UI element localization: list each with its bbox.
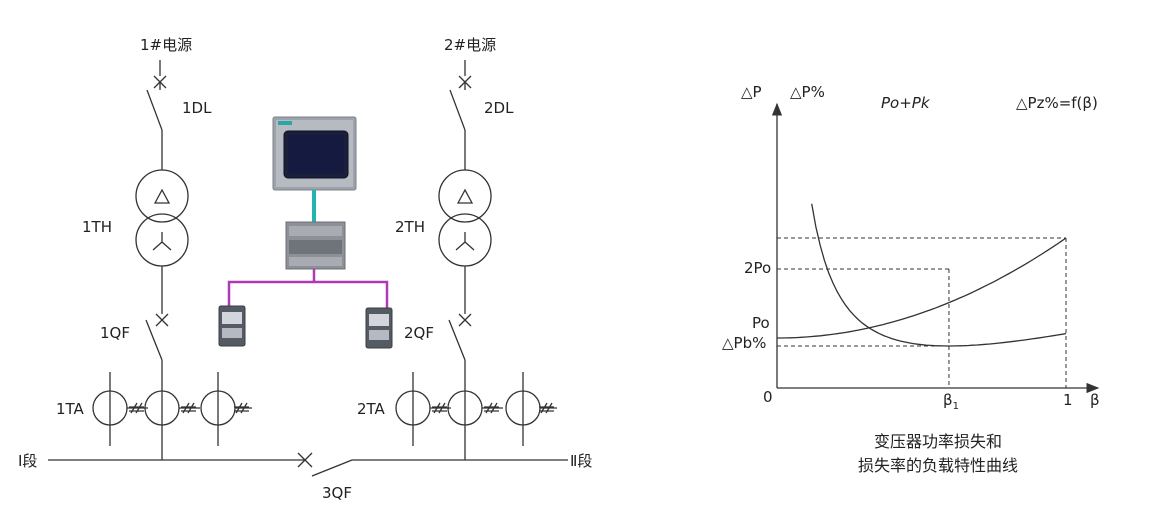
feeder-2: 2#电源 2DL 2TH 2QF 2TA: [357, 36, 557, 460]
transformer-2th-label: 2TH: [395, 218, 425, 236]
hash-mark: [181, 402, 196, 414]
plc-controller[interactable]: [285, 221, 346, 270]
origin-label: 0: [763, 388, 773, 406]
total-loss-curve: [777, 237, 1067, 339]
hash-mark: [432, 402, 447, 414]
hash-mark: [129, 402, 144, 414]
breaker-2dl-label: 2DL: [484, 99, 514, 117]
source-1-label: 1#电源: [140, 36, 192, 54]
breaker-1dl-label: 1DL: [182, 99, 212, 117]
bus-section: Ⅰ段 Ⅱ段 3QF: [18, 452, 592, 502]
transformer-2th[interactable]: [438, 169, 492, 267]
ct-group-2: [395, 372, 557, 446]
transformer-1th-label: 1TH: [82, 218, 112, 236]
y-axis-label-dp-percent: △P%: [790, 83, 825, 101]
switch-2qf[interactable]: [448, 319, 466, 361]
top-asymptote-label: Po+Pk: [881, 94, 931, 112]
breaker-1dl[interactable]: [146, 89, 163, 131]
power-meter-left[interactable]: [218, 305, 246, 347]
hash-mark: [234, 402, 249, 414]
hash-mark: [484, 402, 499, 414]
delta-icon: [153, 188, 171, 204]
y-axis-label-dp: △P: [741, 83, 762, 101]
x-tick-label-1: 1: [1063, 391, 1073, 409]
tie-switch-label: 3QF: [322, 484, 352, 502]
rs485-bus-cable: [227, 269, 389, 308]
transformer-1th[interactable]: [135, 169, 189, 267]
x-tick-label-beta1: β1: [943, 391, 959, 412]
hash-mark: [539, 402, 554, 414]
power-meter-right[interactable]: [365, 307, 393, 349]
ct-2ta-label: 2TA: [357, 400, 386, 418]
isolator-mark: [155, 313, 169, 327]
ct-group-1: [92, 372, 252, 446]
tie-isolator-mark: [297, 452, 313, 468]
chart-title-line-2: 损失率的负载特性曲线: [858, 456, 1018, 475]
curve-function-label: △Pz%=f(β): [1016, 94, 1098, 112]
isolator-mark: [458, 313, 472, 327]
switch-1qf[interactable]: [145, 319, 163, 361]
switch-2qf-label: 2QF: [404, 324, 434, 342]
hmi-panel[interactable]: [272, 116, 357, 191]
chart-title-line-1: 变压器功率损失和: [874, 432, 1002, 451]
y-tick-label-po: Po: [752, 314, 770, 332]
wye-icon: [455, 232, 475, 251]
y-tick-label-dpb: △Pb%: [722, 334, 766, 352]
feeder-1: 1#电源 1DL 1TH 1QF 1TA: [56, 36, 252, 460]
tie-switch-3qf[interactable]: [311, 459, 353, 477]
delta-icon: [456, 188, 474, 204]
ct-1ta-label: 1TA: [56, 400, 85, 418]
chart-marks: β1: [777, 203, 1067, 412]
loss-rate-chart: △P △P% Po+Pk △Pz%=f(β) 0 1 β 2Po Po △Pb%…: [722, 83, 1100, 475]
bus-1-label: Ⅰ段: [18, 452, 37, 470]
breaker-2dl[interactable]: [449, 89, 466, 131]
one-line-schematic: 1#电源 1DL 1TH 1QF 1TA: [18, 36, 592, 502]
loss-rate-curve: [811, 203, 1067, 347]
x-axis-label: β: [1090, 391, 1100, 409]
source-2-label: 2#电源: [444, 36, 496, 54]
switch-1qf-label: 1QF: [100, 324, 130, 342]
y-tick-label-2po: 2Po: [744, 259, 771, 277]
bus-2-label: Ⅱ段: [570, 452, 592, 470]
wye-icon: [152, 232, 172, 251]
